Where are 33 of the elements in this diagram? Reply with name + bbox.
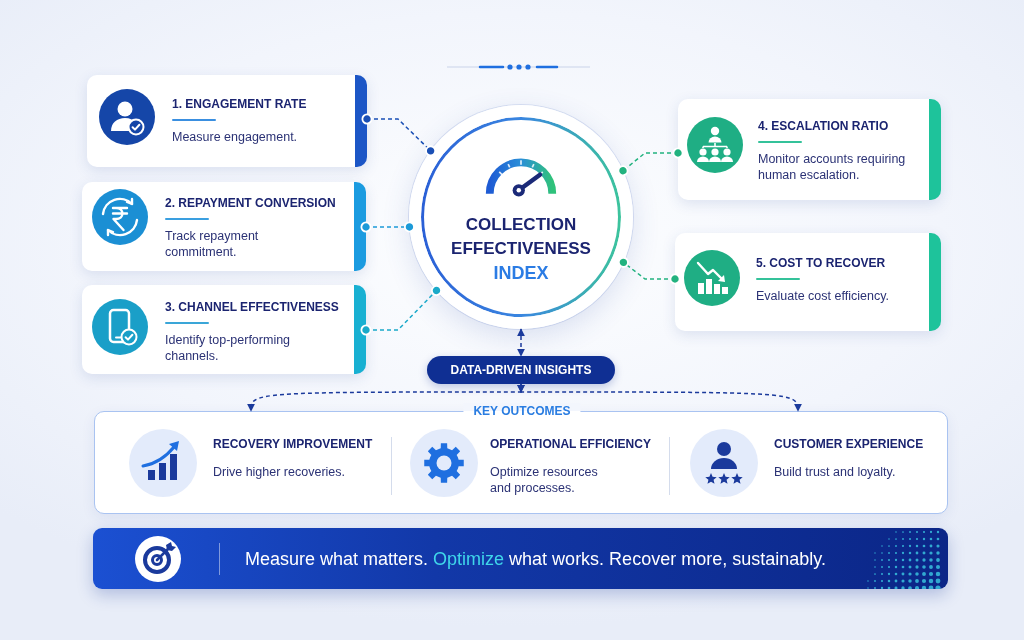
connector-line <box>360 285 442 336</box>
outcome-description: Optimize resources and processes. <box>490 463 599 496</box>
connector-line <box>361 113 437 157</box>
connector-line <box>617 147 684 177</box>
card-title: 3. CHANNEL EFFECTIVENESS <box>165 299 339 315</box>
card-description: Measure engagement. <box>172 129 299 145</box>
arrow <box>517 383 802 412</box>
metric-card <box>675 233 941 331</box>
tagline: Measure what matters. Optimize what works. Recover more, sustainably. <box>245 548 826 570</box>
section-tag: DATA-DRIVEN INSIGHTS <box>427 356 615 384</box>
connector-line <box>360 221 415 233</box>
metric-card <box>87 75 367 167</box>
card-description: Track repayment commitment. <box>165 228 260 260</box>
card-title: 5. COST TO RECOVER <box>756 255 886 271</box>
outcome-title: CUSTOMER EXPERIENCE <box>774 435 924 452</box>
outcome-description: Build trust and loyalty. <box>774 463 897 480</box>
card-description: Evaluate cost efficiency. <box>756 288 890 304</box>
outcome-description: Drive higher recoveries. <box>213 463 346 480</box>
connector-line <box>617 256 681 285</box>
metric-card <box>678 99 941 200</box>
card-description: Identify top-performing channels. <box>165 332 292 364</box>
card-title: 2. REPAYMENT CONVERSION <box>165 195 336 211</box>
hub-title: COLLECTION EFFECTIVENESS <box>450 214 592 260</box>
card-description: Monitor accounts requiring human escalation. <box>758 151 907 183</box>
tagline-banner <box>93 528 948 589</box>
metric-card <box>82 182 366 271</box>
hub-subtitle: INDEX <box>492 262 550 285</box>
card-title: 1. ENGAGEMENT RATE <box>172 96 307 112</box>
outcome-title: OPERATIONAL EFFICIENCY <box>490 435 651 452</box>
card-title: 4. ESCALATION RATIO <box>758 118 889 134</box>
outcome-title: RECOVERY IMPROVEMENT <box>213 435 373 452</box>
arrow <box>517 328 525 357</box>
metric-card <box>82 285 366 374</box>
